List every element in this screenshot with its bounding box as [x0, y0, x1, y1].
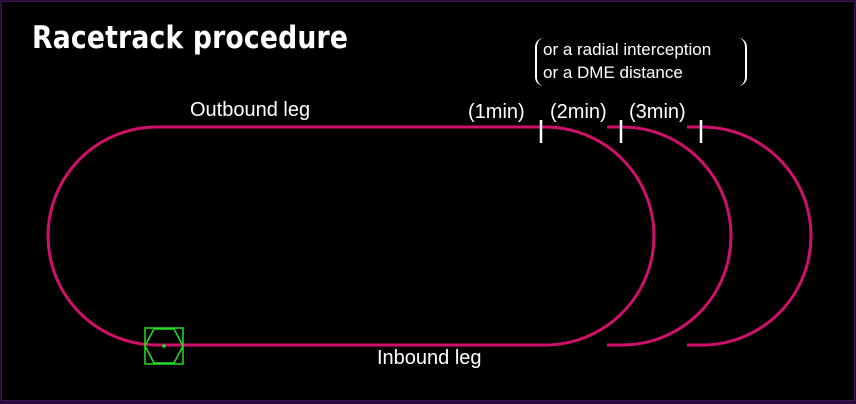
diagram-title: Racetrack procedure — [32, 20, 349, 56]
racetrack-pattern-1min — [46, 125, 656, 347]
timing-label-3min: (3min) — [629, 101, 686, 123]
outbound-leg-label: Outbound leg — [190, 99, 311, 121]
alternative-limit-note: or a radial interception or a DME distan… — [535, 38, 747, 86]
timing-label-1min: (1min) — [468, 101, 525, 123]
outbound-turn-3min — [687, 125, 813, 347]
holding-fix-hexagon-icon — [144, 327, 184, 365]
inbound-leg-label: Inbound leg — [377, 347, 482, 369]
timing-label-2min: (2min) — [550, 101, 607, 123]
outbound-turn-2min — [607, 125, 733, 347]
note-dme-distance: or a DME distance — [543, 63, 683, 82]
note-radial-interception: or a radial interception — [543, 40, 712, 59]
